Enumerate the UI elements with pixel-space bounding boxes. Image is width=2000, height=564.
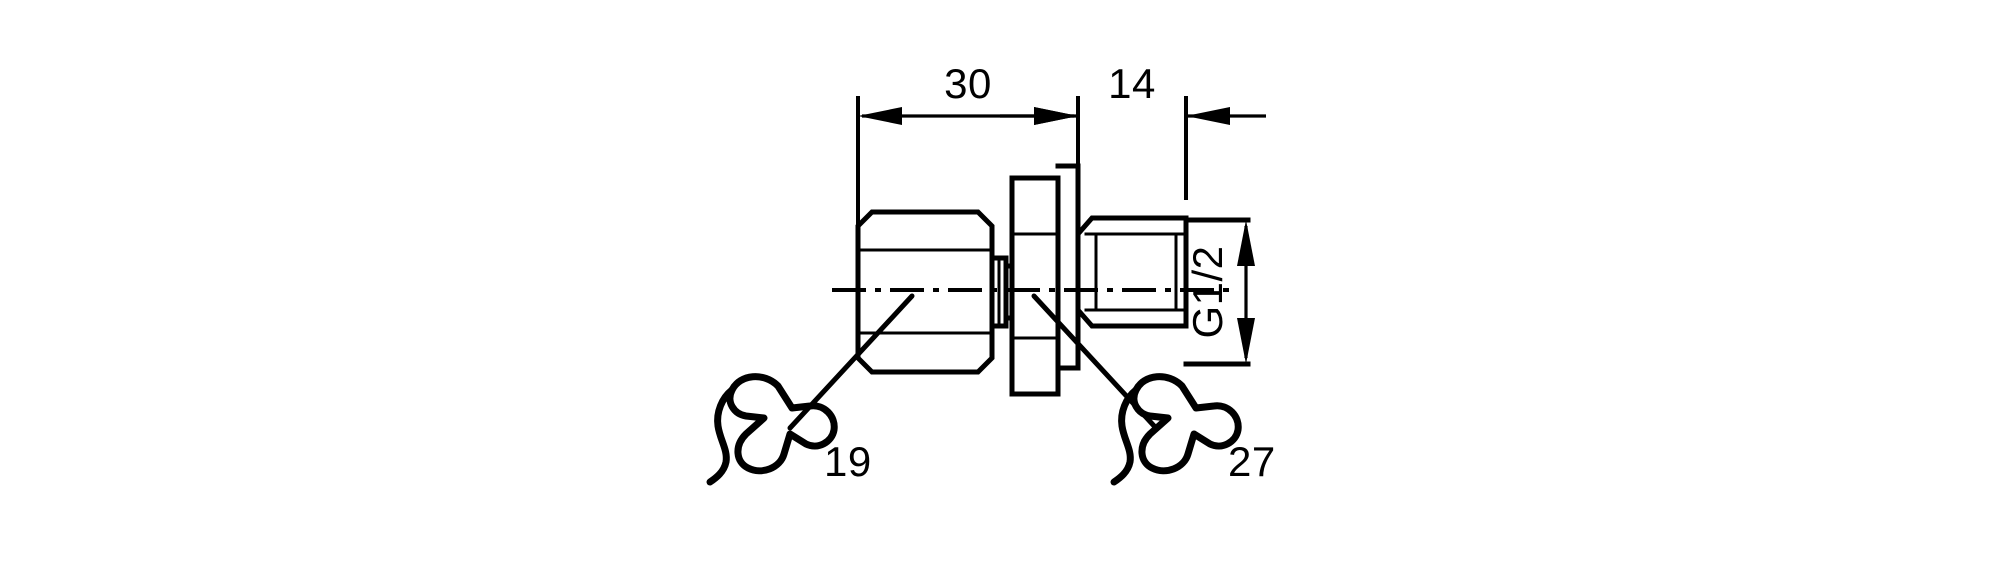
- dimension-thread-size: G1/2: [1184, 220, 1255, 364]
- wrench-callout-right: 27: [1031, 293, 1276, 486]
- dimension-30-label: 30: [944, 60, 992, 107]
- dimension-g12-arrow-top: [1237, 220, 1255, 266]
- union-nut-outline: [855, 209, 995, 375]
- male-thread-section: [1075, 215, 1189, 329]
- fitting-body-geometry: [855, 163, 1251, 397]
- wrench-right-size-label: 27: [1228, 438, 1276, 485]
- dimension-g12-label: G1/2: [1184, 245, 1231, 338]
- wrench-icon: [1110, 373, 1242, 486]
- part-silhouette: [1183, 217, 1251, 367]
- hex-flange-outline: [1009, 175, 1061, 397]
- dimension-14-label: 14: [1108, 60, 1156, 107]
- dimension-14-arrow-left: [1034, 107, 1078, 125]
- hex-flange: [1009, 175, 1061, 397]
- dimension-30-arrow-left: [858, 107, 902, 125]
- wrench-icon: [706, 373, 838, 486]
- dimension-g12-arrow-bottom: [1237, 318, 1255, 364]
- wrench-callout-left: 19: [706, 293, 915, 486]
- dimension-14: 14: [1000, 60, 1266, 125]
- thread-major-outline: [1075, 215, 1189, 329]
- wrench-left-size-label: 19: [824, 438, 872, 485]
- dimension-14-arrow-right: [1186, 107, 1230, 125]
